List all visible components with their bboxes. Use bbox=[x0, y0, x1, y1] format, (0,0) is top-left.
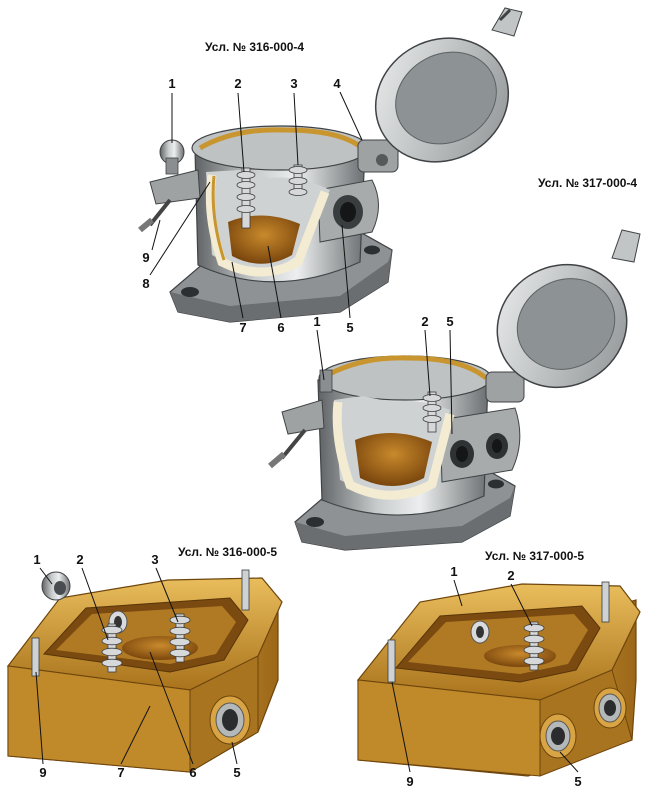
socket-316-000-4 bbox=[138, 7, 523, 323]
caption-317-000-4: Усл. № 317-000-4 bbox=[538, 176, 638, 190]
callout: 9 bbox=[39, 765, 46, 780]
callout: 5 bbox=[574, 774, 581, 789]
callout: 8 bbox=[142, 276, 149, 291]
callout: 9 bbox=[142, 250, 149, 265]
caption-316-000-4: Усл. № 316-000-4 bbox=[205, 40, 305, 54]
callout: 5 bbox=[233, 765, 240, 780]
callouts-317-000-4: 1 2 5 bbox=[313, 314, 453, 329]
callouts-316-000-4: 1 2 3 4 9 8 7 6 5 bbox=[142, 76, 353, 335]
callout: 5 bbox=[346, 320, 353, 335]
callout: 7 bbox=[117, 765, 124, 780]
leader-lines bbox=[35, 91, 579, 773]
callout: 5 bbox=[446, 314, 453, 329]
socket-316-000-5 bbox=[6, 569, 283, 773]
caption-316-000-5: Усл. № 316-000-5 bbox=[178, 545, 278, 559]
callout: 2 bbox=[507, 568, 514, 583]
callout: 4 bbox=[333, 76, 341, 91]
callouts-317-000-5: 1 2 9 5 bbox=[406, 564, 581, 789]
socket-317-000-4 bbox=[268, 229, 641, 551]
callout: 1 bbox=[313, 314, 320, 329]
callout: 2 bbox=[234, 76, 241, 91]
callout: 1 bbox=[168, 76, 175, 91]
callout: 1 bbox=[450, 564, 457, 579]
socket-317-000-5 bbox=[356, 581, 641, 777]
callout: 2 bbox=[76, 552, 83, 567]
callouts-316-000-5: 1 2 3 9 7 6 5 bbox=[33, 552, 240, 780]
callout: 3 bbox=[290, 76, 297, 91]
caption-317-000-5: Усл. № 317-000-5 bbox=[485, 549, 585, 563]
callout: 7 bbox=[239, 320, 246, 335]
callout: 9 bbox=[406, 774, 413, 789]
callout: 2 bbox=[421, 314, 428, 329]
callout: 1 bbox=[33, 552, 40, 567]
callout: 6 bbox=[277, 320, 284, 335]
callout: 3 bbox=[151, 552, 158, 567]
callout: 6 bbox=[189, 765, 196, 780]
